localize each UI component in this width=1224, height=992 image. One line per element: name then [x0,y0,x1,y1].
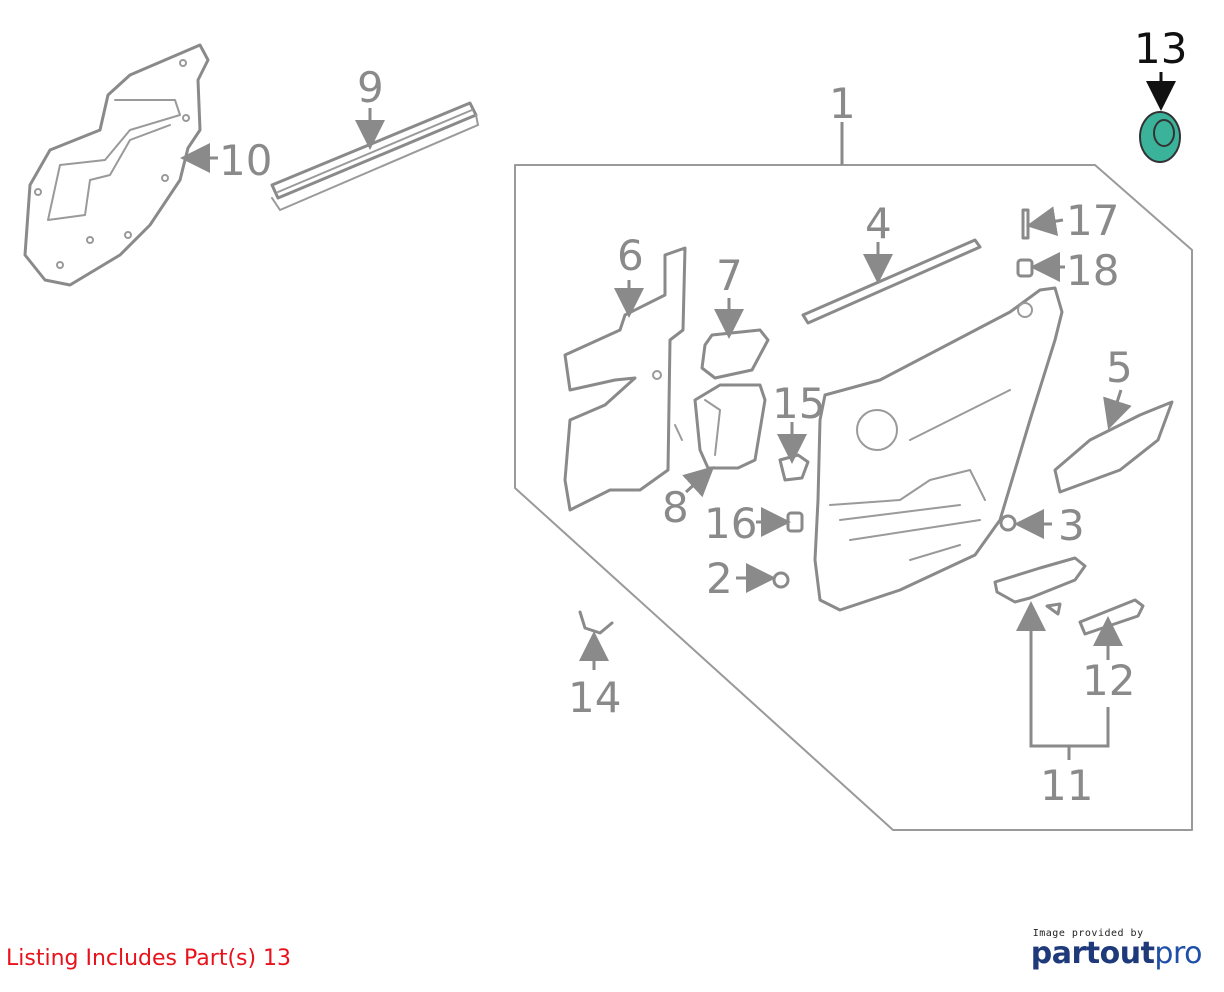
callout-5[interactable]: 5 [1106,343,1133,392]
part-18-drawing [1016,258,1034,278]
part-8-drawing [693,383,767,470]
callout-2[interactable]: 2 [706,554,733,603]
part-12-drawing [1078,598,1145,636]
part-screw-drawing [1045,602,1062,616]
callout-15[interactable]: 15 [772,379,825,428]
callout-4[interactable]: 4 [865,199,892,248]
image-credit: Image provided by partoutpro [1030,928,1203,971]
part-15-drawing [778,453,810,482]
part-4-drawing [801,238,982,325]
leader-lines [180,72,1176,760]
callout-6[interactable]: 6 [617,231,644,280]
callout-3[interactable]: 3 [1058,501,1085,550]
listing-includes-note: Listing Includes Part(s) 13 [6,946,292,971]
part-1-drawing [813,286,1064,612]
part-16-drawing [786,511,804,533]
callout-14[interactable]: 14 [568,673,621,722]
part-17-drawing [1021,208,1030,240]
credit-caption: Image provided by [1032,928,1144,939]
logo-text-part1: partout [1030,936,1155,971]
part-6-drawing [563,246,687,512]
part-3-drawing [999,514,1017,532]
part-10-drawing [23,43,210,287]
logo-text-part2: pro [1154,936,1202,971]
callout-9[interactable]: 9 [357,63,384,112]
callout-10[interactable]: 10 [219,136,272,185]
part-7-drawing [700,328,770,380]
callout-8[interactable]: 8 [662,483,689,532]
callout-17[interactable]: 17 [1066,196,1119,245]
part-2-drawing [772,571,790,589]
callout-11[interactable]: 11 [1040,761,1093,810]
part-14-drawing [578,610,614,635]
callout-13[interactable]: 13 [1134,24,1187,73]
assembly-outline [514,164,1193,831]
callout-1[interactable]: 1 [829,79,856,128]
callout-18[interactable]: 18 [1066,246,1119,295]
callout-16[interactable]: 16 [704,499,757,548]
part-13-drawing[interactable] [1139,111,1181,163]
partoutpro-logo[interactable]: partoutpro [1030,936,1203,971]
callout-7[interactable]: 7 [716,251,743,300]
callout-12[interactable]: 12 [1082,656,1135,705]
part-5-drawing [1053,400,1174,494]
part-11-drawing [993,556,1087,604]
part-9-drawing [270,101,479,211]
